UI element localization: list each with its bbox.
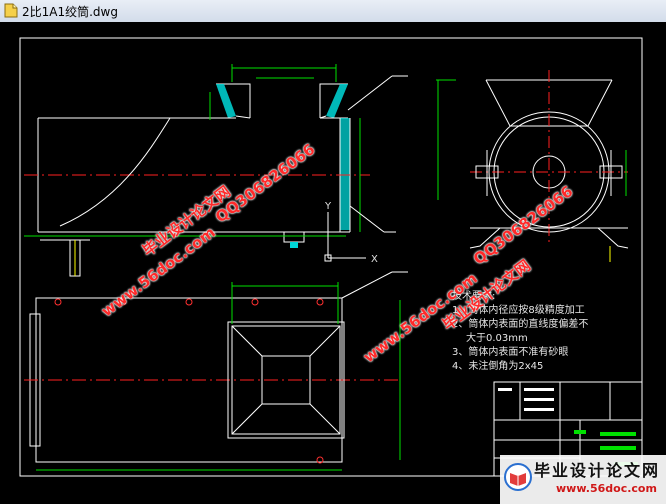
- note-item: 大于0.03mm: [466, 333, 528, 344]
- window-titlebar: 2比1A1绞筒.dwg: [0, 0, 666, 23]
- note-item: 1、筒体内径应按8级精度加工: [452, 305, 585, 316]
- technical-notes: 技术要求: 1、筒体内径应按8级精度加工 2、筒体内表面的直线度偏差不 大于0.…: [452, 290, 588, 374]
- note-item: 4、未注倒角为2x45: [452, 361, 544, 372]
- notes-heading: 技术要求:: [452, 291, 496, 302]
- brand-badge: 毕业设计论文网 www.56doc.com: [500, 455, 666, 504]
- plan-view: [24, 271, 408, 471]
- note-item: 3、筒体内表面不准有砂眼: [452, 347, 569, 358]
- ucs-y-label: Y: [324, 201, 332, 212]
- brand-url: www.56doc.com: [556, 482, 657, 495]
- front-section-view: [24, 64, 408, 277]
- book-logo-icon: [504, 463, 532, 491]
- cad-drawing: Y X: [19, 37, 643, 477]
- dwg-file-icon: [4, 3, 18, 18]
- drawing-border: [19, 37, 643, 477]
- window-title: 2比1A1绞筒.dwg: [22, 5, 118, 19]
- side-view: [436, 70, 629, 262]
- brand-title: 毕业设计论文网: [534, 461, 661, 480]
- ucs-x-label: X: [371, 254, 378, 265]
- drawing-canvas[interactable]: Y X: [0, 22, 666, 504]
- note-item: 2、筒体内表面的直线度偏差不: [452, 319, 589, 330]
